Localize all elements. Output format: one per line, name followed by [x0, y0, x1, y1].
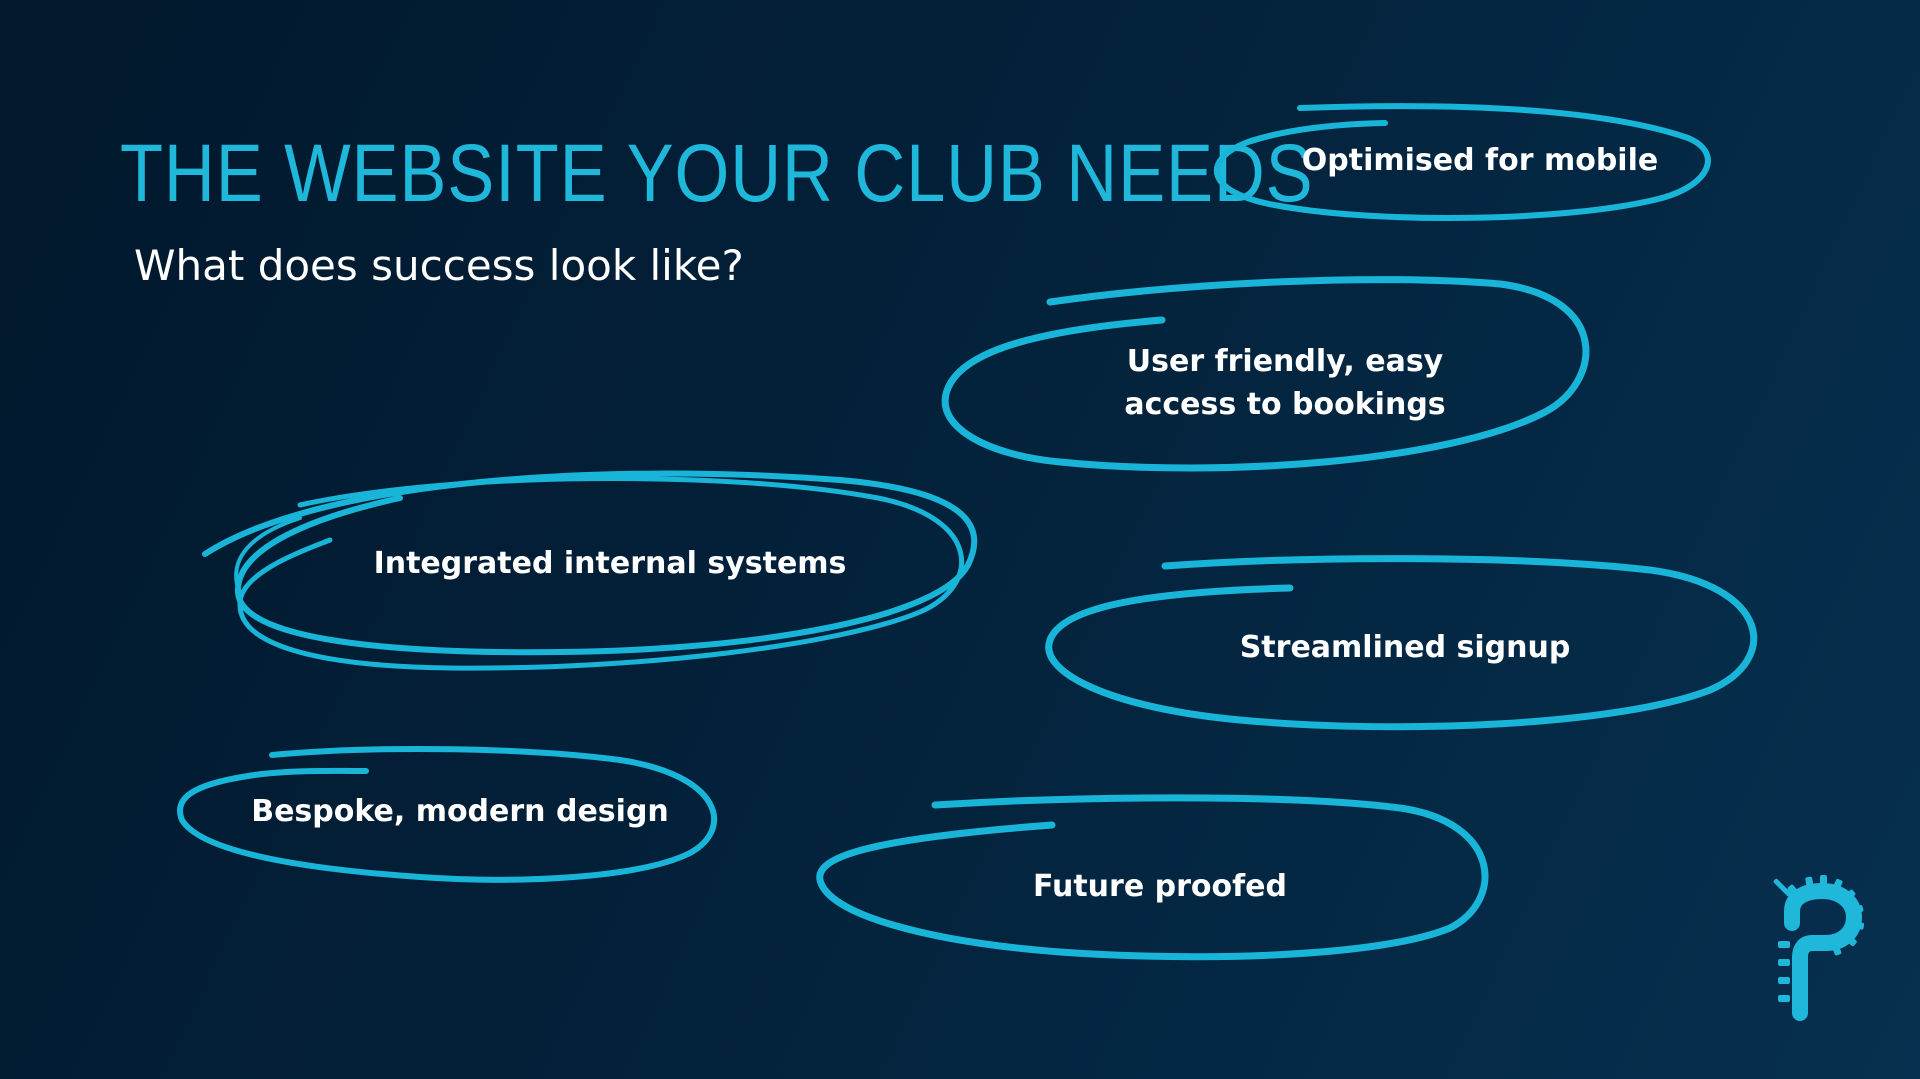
bubble-bespoke-design: Bespoke, modern design — [230, 786, 690, 836]
oval-future — [816, 794, 1489, 961]
p-gear-logo-icon — [1773, 875, 1865, 1021]
bubble-label: Bespoke, modern design — [251, 793, 669, 829]
bubble-streamlined-signup: Streamlined signup — [1180, 622, 1630, 672]
bubble-future-proofed: Future proofed — [960, 861, 1360, 911]
oval-bespoke — [177, 745, 718, 883]
bubble-user-friendly: User friendly, easy access to bookings — [1050, 335, 1520, 431]
bubble-label: Streamlined signup — [1239, 629, 1571, 665]
oval-integrated — [202, 470, 978, 671]
oval-user-friendly — [941, 276, 1590, 472]
bubble-label-line2: access to bookings — [1124, 387, 1446, 422]
bubble-integrated-systems: Integrated internal systems — [330, 538, 890, 588]
bubble-label-line1: User friendly, easy — [1126, 344, 1444, 379]
bubble-label: Future proofed — [1032, 868, 1287, 904]
bubble-optimised-for-mobile: Optimised for mobile — [1250, 135, 1710, 185]
bubble-label: Optimised for mobile — [1301, 142, 1659, 178]
bubble-label: Integrated internal systems — [373, 545, 847, 581]
page-subtitle: What does success look like? — [134, 241, 744, 290]
oval-mobile — [1214, 103, 1711, 221]
page-title: THE WEBSITE YOUR CLUB NEEDS — [120, 128, 1314, 219]
oval-signup — [1045, 555, 1758, 731]
